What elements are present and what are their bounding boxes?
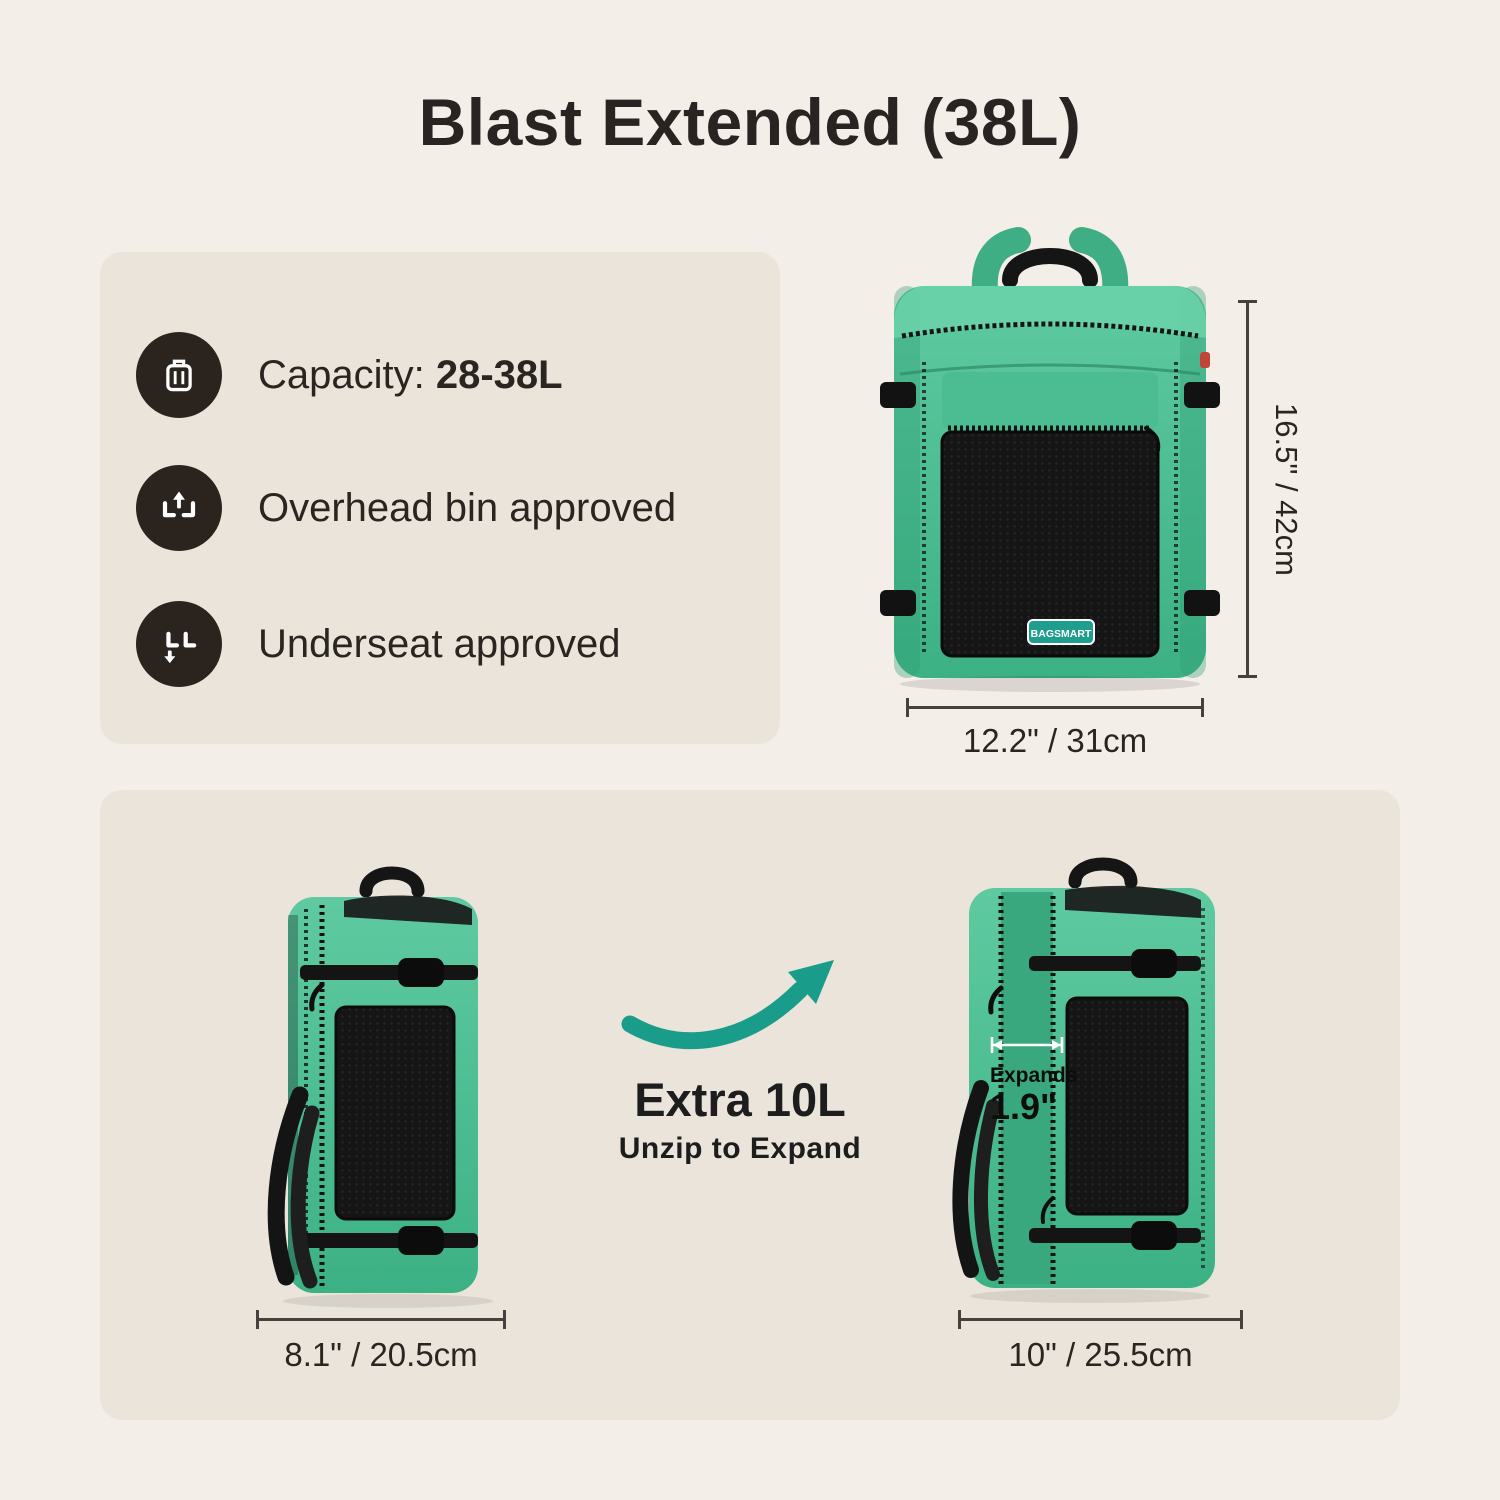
underseat-label: Underseat approved <box>258 621 621 666</box>
double-arrow-icon <box>990 1037 1064 1053</box>
page-title: Blast Extended (38L) <box>418 85 1082 159</box>
feature-row-capacity: Capacity: 28-38L <box>136 332 563 418</box>
backpack-side-expanded-illustration <box>952 857 1215 1303</box>
collapsed-width-dimension-label: 8.1" / 20.5cm <box>284 1336 478 1373</box>
height-dimension-line <box>1238 300 1257 678</box>
extra-volume-headline: Extra 10L <box>634 1073 846 1126</box>
capacity-label: Capacity: 28-38L <box>258 352 563 397</box>
feature-row-underseat: Underseat approved <box>136 601 620 687</box>
width-dimension-label: 12.2" / 31cm <box>962 722 1148 759</box>
feature-row-overhead: Overhead bin approved <box>136 465 676 551</box>
underseat-seats-icon <box>164 631 197 664</box>
expanded-width-dimension-label: 10" / 25.5cm <box>1008 1336 1193 1373</box>
backpack-front-illustration: BAGSMART <box>880 227 1220 692</box>
backpack-side-collapsed-illustration <box>267 866 493 1308</box>
unzip-subheadline: Unzip to Expand <box>618 1132 862 1165</box>
collapsed-width-dimension-line <box>256 1310 506 1329</box>
capacity-icon-badge <box>136 332 222 418</box>
carry-on-luggage-icon <box>166 359 192 392</box>
expands-annotation-label: Expands <box>990 1064 1078 1087</box>
expands-annotation: Expands 1.9" <box>990 1036 1078 1126</box>
width-dimension-line <box>906 698 1204 717</box>
expand-arrow-icon <box>621 960 834 1050</box>
features-card: Capacity: 28-38L Overhead bin approved <box>100 252 780 744</box>
underseat-icon-badge <box>136 601 222 687</box>
brand-logo-patch: BAGSMART <box>1031 628 1092 640</box>
expanded-width-dimension-line <box>958 1310 1243 1329</box>
height-dimension-label: 16.5" / 42cm <box>1269 402 1304 576</box>
overhead-label: Overhead bin approved <box>258 485 677 530</box>
overhead-bin-seats-icon <box>162 491 196 518</box>
expands-annotation-value: 1.9" <box>990 1086 1058 1127</box>
overhead-icon-badge <box>136 465 222 551</box>
